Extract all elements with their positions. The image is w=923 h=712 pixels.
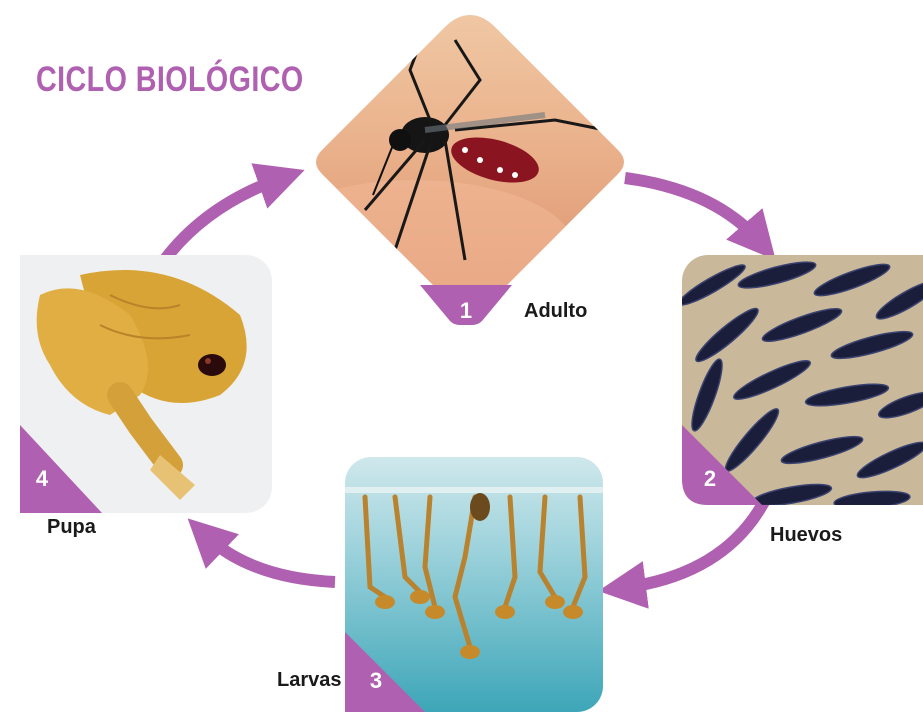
stage-3-label: Larvas: [277, 669, 342, 692]
stage-1-number: 1: [454, 298, 478, 324]
stage-3-number: 3: [364, 668, 388, 694]
adult-mosquito-photo: [305, 10, 635, 330]
stage-1-label: Adulto: [524, 300, 587, 323]
arrow-adult-to-eggs: [625, 178, 760, 242]
arrow-eggs-to-larvae: [622, 500, 765, 588]
stage-2-number: 2: [698, 466, 722, 492]
arrow-larvae-to-pupa: [205, 535, 335, 582]
stage-2-label: Huevos: [770, 524, 842, 547]
arrow-pupa-to-adult: [163, 178, 282, 262]
stage-4-number: 4: [30, 466, 54, 492]
stage-4-label: Pupa: [47, 516, 96, 539]
stage-2-number-tab: [682, 425, 762, 505]
